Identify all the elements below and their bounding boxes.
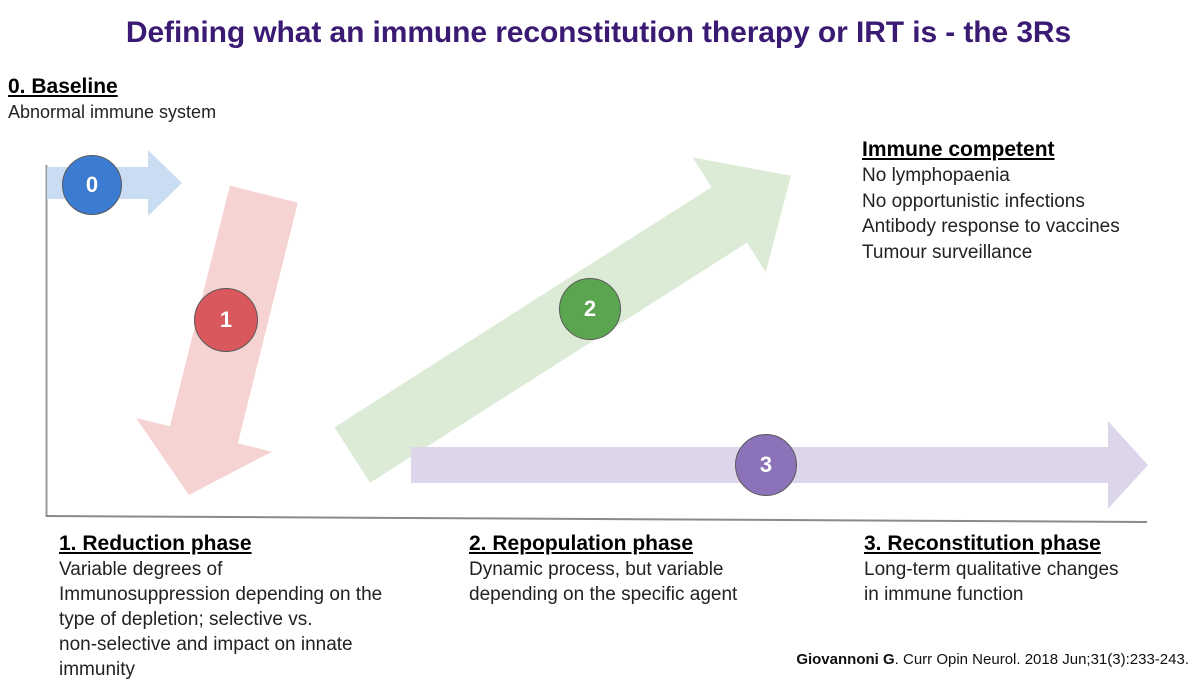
phase-2-line-2: depending on the specific agent	[469, 584, 738, 605]
page-title: Defining what an immune reconstitution t…	[125, 16, 1072, 49]
x-axis-line	[45, 515, 1148, 523]
phase-2-line-1: Dynamic process, but variable	[469, 559, 724, 580]
immune-competent-line-2: No opportunistic infections	[862, 190, 1085, 212]
immune-competent-text-block: Immune competent No lymphopaenia No oppo…	[862, 137, 1120, 265]
phase-1-line-5: immunity	[59, 659, 136, 680]
phase-1-line-3: type of depletion; selective vs.	[59, 609, 313, 630]
phase-1-line-1: Variable degrees of	[59, 559, 223, 580]
marker-3-reconstitution[interactable]: 3	[735, 434, 797, 496]
citation-author: Giovannoni G	[796, 651, 895, 668]
marker-0-baseline[interactable]: 0	[62, 155, 122, 215]
phase-3-line-1: Long-term qualitative changes	[864, 559, 1119, 580]
baseline-text-block: 0. Baseline Abnormal immune system	[8, 74, 216, 125]
phase-2-text-block: 2. Repopulation phase Dynamic process, b…	[469, 531, 737, 607]
baseline-heading: 0. Baseline	[8, 75, 118, 98]
immune-competent-line-4: Tumour surveillance	[862, 241, 1033, 263]
phase-3-line-2: in immune function	[864, 584, 1024, 605]
phase-1-text-block: 1. Reduction phase Variable degrees of I…	[59, 531, 382, 682]
marker-1-label: 1	[219, 307, 233, 332]
phase-1-heading: 1. Reduction phase	[59, 532, 252, 555]
immune-competent-heading: Immune competent	[862, 138, 1055, 161]
marker-3-label: 3	[759, 452, 773, 477]
marker-1-reduction[interactable]: 1	[194, 288, 258, 352]
citation: Giovannoni G. Curr Opin Neurol. 2018 Jun…	[796, 651, 1189, 668]
marker-2-label: 2	[583, 296, 597, 321]
immune-competent-line-1: No lymphopaenia	[862, 165, 1010, 186]
phase-3-heading: 3. Reconstitution phase	[864, 532, 1101, 555]
phase-1-line-2: Immunosuppression depending on the	[59, 584, 383, 605]
citation-reference: . Curr Opin Neurol. 2018 Jun;31(3):233-2…	[894, 651, 1189, 668]
baseline-line-1: Abnormal immune system	[8, 102, 217, 122]
phase-2-heading: 2. Repopulation phase	[469, 532, 694, 555]
phase-3-text-block: 3. Reconstitution phase Long-term qualit…	[864, 531, 1119, 607]
phase-1-line-4: non-selective and impact on innate	[59, 634, 353, 655]
immune-competent-line-3: Antibody response to vaccines	[862, 216, 1120, 237]
marker-0-label: 0	[85, 172, 99, 197]
marker-2-repopulation[interactable]: 2	[559, 278, 621, 340]
